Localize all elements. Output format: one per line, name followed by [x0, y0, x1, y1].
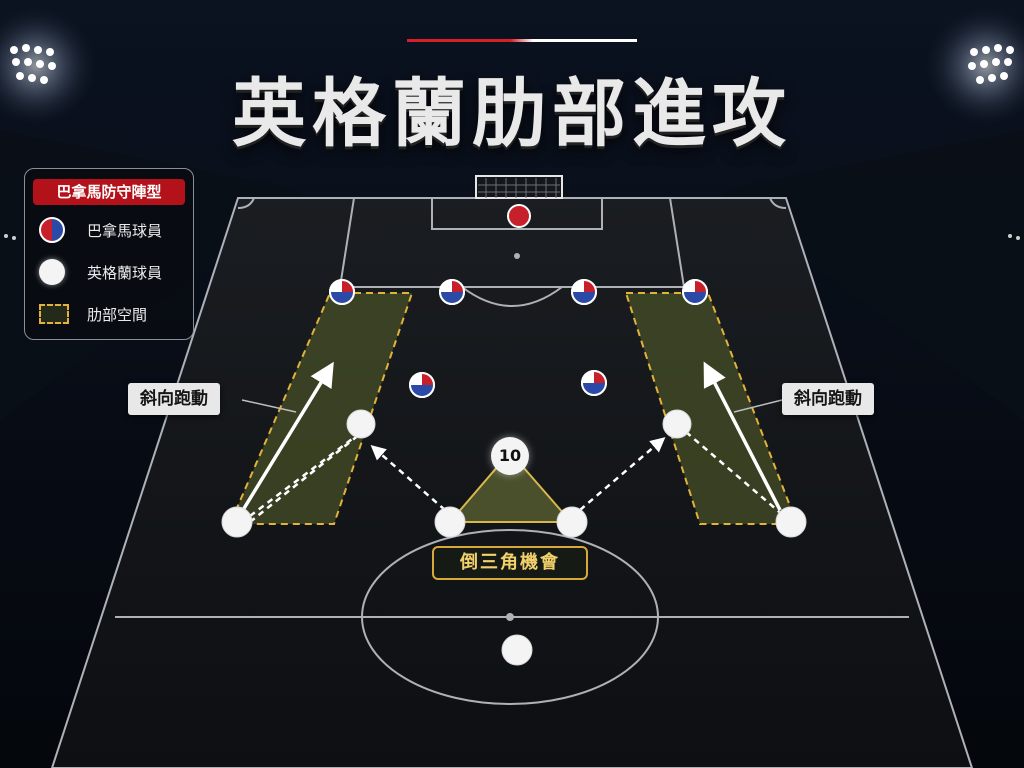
england-player	[775, 506, 807, 538]
legend-header: 巴拿馬防守陣型	[33, 179, 185, 205]
tag-connector-right	[733, 399, 783, 413]
halfspace-zone-left	[228, 292, 414, 525]
inverted-triangle-shape	[447, 450, 574, 523]
legend-item-halfspace: 肋部空間	[37, 300, 187, 330]
pass-lines	[249, 431, 785, 523]
england-player	[501, 634, 533, 666]
panama-player	[682, 279, 708, 305]
diagonal-run-arrow-left	[241, 361, 334, 511]
legend-panel: 巴拿馬防守陣型 巴拿馬球員 英格蘭球員 肋部空間	[24, 168, 194, 340]
legend-item-england: 英格蘭球員	[37, 258, 187, 288]
england-player	[434, 506, 466, 538]
panama-player	[581, 370, 607, 396]
goal-net	[475, 175, 563, 199]
england-player	[662, 409, 692, 439]
england-player	[221, 506, 253, 538]
panama-player	[507, 204, 531, 228]
page-title: 英格蘭肋部進攻	[232, 71, 792, 157]
playmaker-number-badge: 10	[491, 437, 529, 475]
diagonal-run-arrow-right	[703, 361, 782, 511]
panama-player	[439, 279, 465, 305]
diagonal-run-label-right: 斜向跑動	[782, 383, 874, 415]
england-player-icon	[39, 259, 65, 285]
tag-connector-left	[241, 399, 297, 413]
panama-player	[571, 279, 597, 305]
stand-lights	[4, 234, 1020, 240]
legend-label: 肋部空間	[87, 306, 148, 324]
panama-player	[329, 279, 355, 305]
panama-player	[409, 372, 435, 398]
title-accent-line	[407, 39, 637, 42]
floodlight-left	[0, 6, 96, 126]
legend-label: 英格蘭球員	[87, 264, 163, 282]
floodlight-right	[926, 6, 1024, 126]
halfspace-zone-icon	[39, 304, 69, 324]
legend-label: 巴拿馬球員	[87, 222, 163, 240]
panama-player-icon	[39, 217, 65, 243]
england-player	[346, 409, 376, 439]
legend-item-panama: 巴拿馬球員	[37, 216, 187, 246]
diagonal-run-label-left: 斜向跑動	[128, 383, 220, 415]
england-player	[556, 506, 588, 538]
inverted-triangle-label: 倒三角機會	[432, 546, 588, 580]
